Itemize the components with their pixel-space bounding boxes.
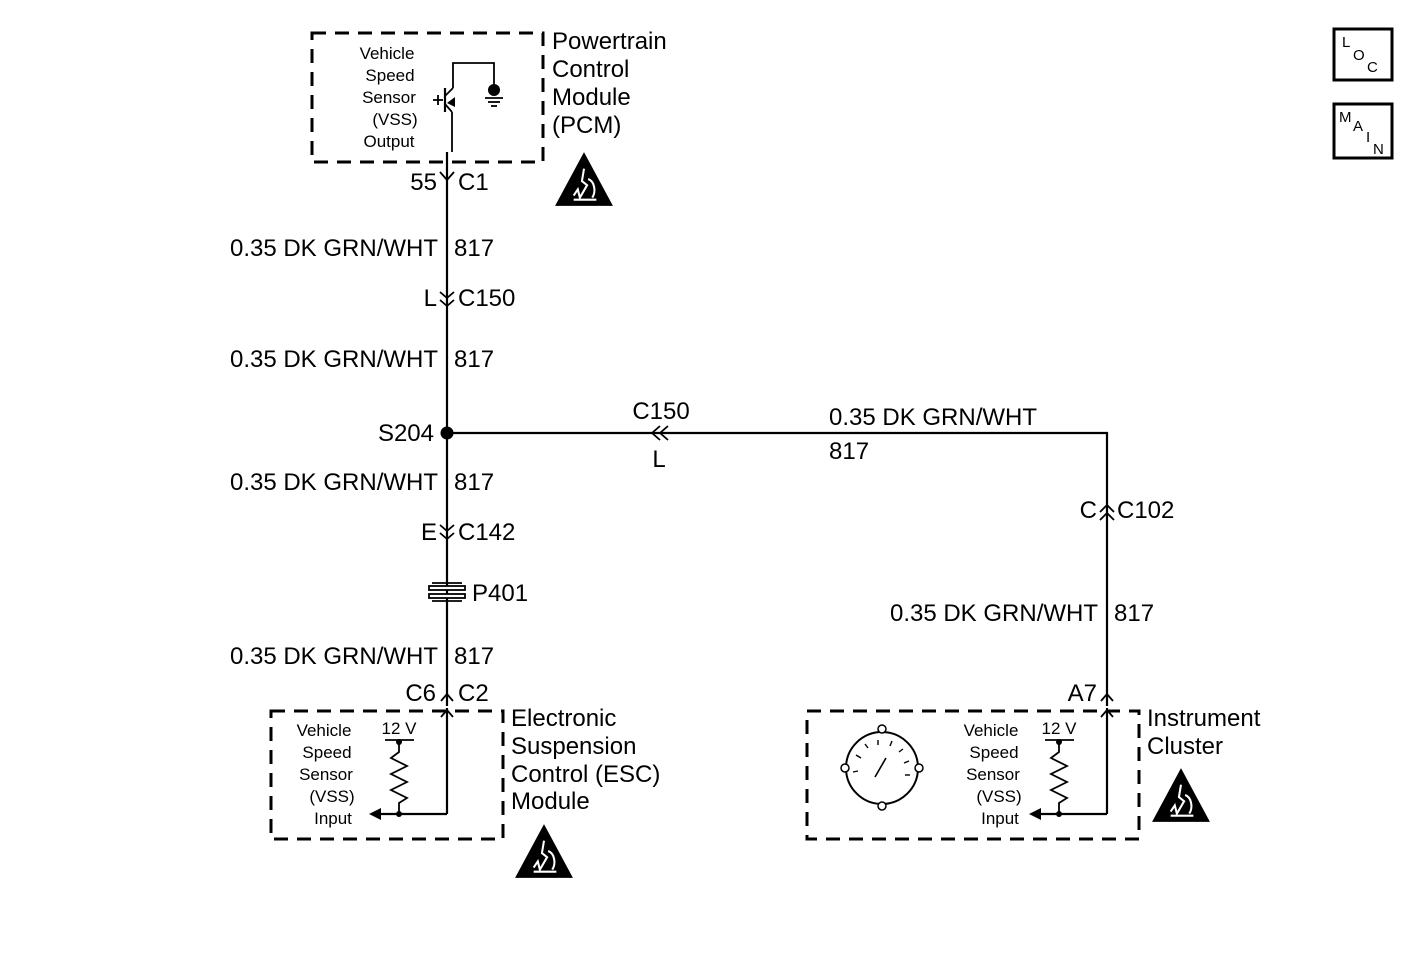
svg-text:L: L xyxy=(424,285,437,312)
loc-button[interactable]: L O C xyxy=(1332,27,1394,82)
esc-vss-input-label: Vehicle Speed Sensor (VSS) Input xyxy=(297,721,355,828)
ipc-voltage: 12 V xyxy=(1042,719,1078,738)
svg-text:817: 817 xyxy=(454,235,494,262)
svg-text:0.35 DK GRN/WHT: 0.35 DK GRN/WHT xyxy=(829,404,1037,431)
svg-text:Electronic: Electronic xyxy=(511,705,616,732)
main-button[interactable]: M A I N xyxy=(1332,102,1394,160)
svg-text:Input: Input xyxy=(981,809,1019,828)
wire-label-branch: 0.35 DK GRN/WHT 817 xyxy=(829,404,1037,465)
svg-text:0.35 DK GRN/WHT: 0.35 DK GRN/WHT xyxy=(230,469,438,496)
pcm-name: Powertrain Control Module (PCM) xyxy=(552,28,667,139)
svg-text:817: 817 xyxy=(829,438,869,465)
esd-warning-icon xyxy=(554,151,614,207)
connector-c150-branch: C150 L xyxy=(632,398,689,473)
svg-text:C1: C1 xyxy=(458,169,489,196)
esd-warning-icon xyxy=(1151,767,1211,823)
svg-text:Vehicle: Vehicle xyxy=(297,721,352,740)
svg-text:Control (ESC): Control (ESC) xyxy=(511,761,660,788)
ground-icon xyxy=(485,84,503,107)
svg-text:Vehicle: Vehicle xyxy=(360,44,415,63)
esd-warning-icon xyxy=(514,823,574,879)
connector-c102: C C102 xyxy=(1080,497,1175,524)
svg-text:C: C xyxy=(1367,59,1378,76)
splice-pack-p401: P401 xyxy=(428,580,528,607)
svg-text:C142: C142 xyxy=(458,519,515,546)
wire-label-4: 0.35 DK GRN/WHT 817 xyxy=(230,643,494,670)
connector-esc: C6 C2 xyxy=(405,680,488,707)
svg-text:C2: C2 xyxy=(458,680,489,707)
ipc-pullup-resistor xyxy=(1029,708,1114,820)
svg-text:Module: Module xyxy=(552,84,631,111)
svg-text:P401: P401 xyxy=(472,580,528,607)
svg-text:(VSS): (VSS) xyxy=(976,787,1021,806)
svg-text:817: 817 xyxy=(454,643,494,670)
svg-text:L: L xyxy=(652,446,665,473)
pcm-vss-output-label: Vehicle Speed Sensor (VSS) Output xyxy=(360,44,418,151)
svg-text:Speed: Speed xyxy=(302,743,351,762)
svg-text:Control: Control xyxy=(552,56,629,83)
svg-text:E: E xyxy=(421,519,437,546)
svg-text:0.35 DK GRN/WHT: 0.35 DK GRN/WHT xyxy=(230,346,438,373)
svg-text:817: 817 xyxy=(454,346,494,373)
esc-voltage: 12 V xyxy=(382,719,418,738)
wire-label-3: 0.35 DK GRN/WHT 817 xyxy=(230,469,494,496)
svg-text:(VSS): (VSS) xyxy=(309,787,354,806)
esc-pullup-resistor xyxy=(369,708,454,820)
svg-text:Output: Output xyxy=(363,132,414,151)
connector-ipc: A7 xyxy=(1068,680,1114,707)
wire-branch xyxy=(447,431,1109,706)
transistor-symbol xyxy=(433,62,495,152)
svg-text:N: N xyxy=(1373,141,1384,158)
svg-text:Instrument: Instrument xyxy=(1147,705,1261,732)
svg-text:M: M xyxy=(1339,109,1352,126)
wire-label-ipc: 0.35 DK GRN/WHT 817 xyxy=(890,600,1154,627)
svg-text:817: 817 xyxy=(454,469,494,496)
svg-text:(PCM): (PCM) xyxy=(552,112,621,139)
svg-text:S204: S204 xyxy=(378,420,434,447)
ipc-vss-input-label: Vehicle Speed Sensor (VSS) Input xyxy=(964,721,1022,828)
svg-text:Vehicle: Vehicle xyxy=(964,721,1019,740)
svg-text:Speed: Speed xyxy=(969,743,1018,762)
svg-text:Module: Module xyxy=(511,788,590,815)
svg-text:C6: C6 xyxy=(405,680,436,707)
connector-c1: 55 C1 xyxy=(410,169,488,196)
svg-text:A7: A7 xyxy=(1068,680,1097,707)
svg-text:C102: C102 xyxy=(1117,497,1174,524)
svg-text:C150: C150 xyxy=(632,398,689,425)
esc-module: Vehicle Speed Sensor (VSS) Input 12 V El… xyxy=(269,705,660,879)
connector-c142: E C142 xyxy=(421,519,515,546)
svg-text:Cluster: Cluster xyxy=(1147,733,1223,760)
wire-label-2: 0.35 DK GRN/WHT 817 xyxy=(230,346,494,373)
esc-name: Electronic Suspension Control (ESC) Modu… xyxy=(511,705,660,815)
ipc-name: Instrument Cluster xyxy=(1147,705,1261,760)
svg-text:Sensor: Sensor xyxy=(362,88,416,107)
splice-s204: S204 xyxy=(378,420,454,447)
svg-text:0.35 DK GRN/WHT: 0.35 DK GRN/WHT xyxy=(230,235,438,262)
svg-text:C: C xyxy=(1080,497,1097,524)
connector-c150-inline: L C150 xyxy=(424,285,516,312)
svg-text:(VSS): (VSS) xyxy=(372,110,417,129)
speedometer-icon xyxy=(840,724,924,811)
svg-text:C150: C150 xyxy=(458,285,515,312)
svg-text:I: I xyxy=(1366,129,1370,146)
svg-text:0.35 DK GRN/WHT: 0.35 DK GRN/WHT xyxy=(230,643,438,670)
svg-text:0.35 DK GRN/WHT: 0.35 DK GRN/WHT xyxy=(890,600,1098,627)
svg-text:Speed: Speed xyxy=(365,66,414,85)
pcm-module: Vehicle Speed Sensor (VSS) Output Powert… xyxy=(310,28,667,207)
svg-text:Sensor: Sensor xyxy=(966,765,1020,784)
svg-text:L: L xyxy=(1342,34,1350,51)
svg-text:A: A xyxy=(1353,118,1363,135)
svg-text:817: 817 xyxy=(1114,600,1154,627)
svg-text:Sensor: Sensor xyxy=(299,765,353,784)
svg-text:Suspension: Suspension xyxy=(511,733,636,760)
svg-text:O: O xyxy=(1353,47,1365,64)
svg-text:Powertrain: Powertrain xyxy=(552,28,667,55)
wire-label-1: 0.35 DK GRN/WHT 817 xyxy=(230,235,494,262)
svg-text:55: 55 xyxy=(410,169,437,196)
svg-text:Input: Input xyxy=(314,809,352,828)
instrument-cluster: Vehicle Speed Sensor (VSS) Input 12 V In… xyxy=(805,705,1261,841)
